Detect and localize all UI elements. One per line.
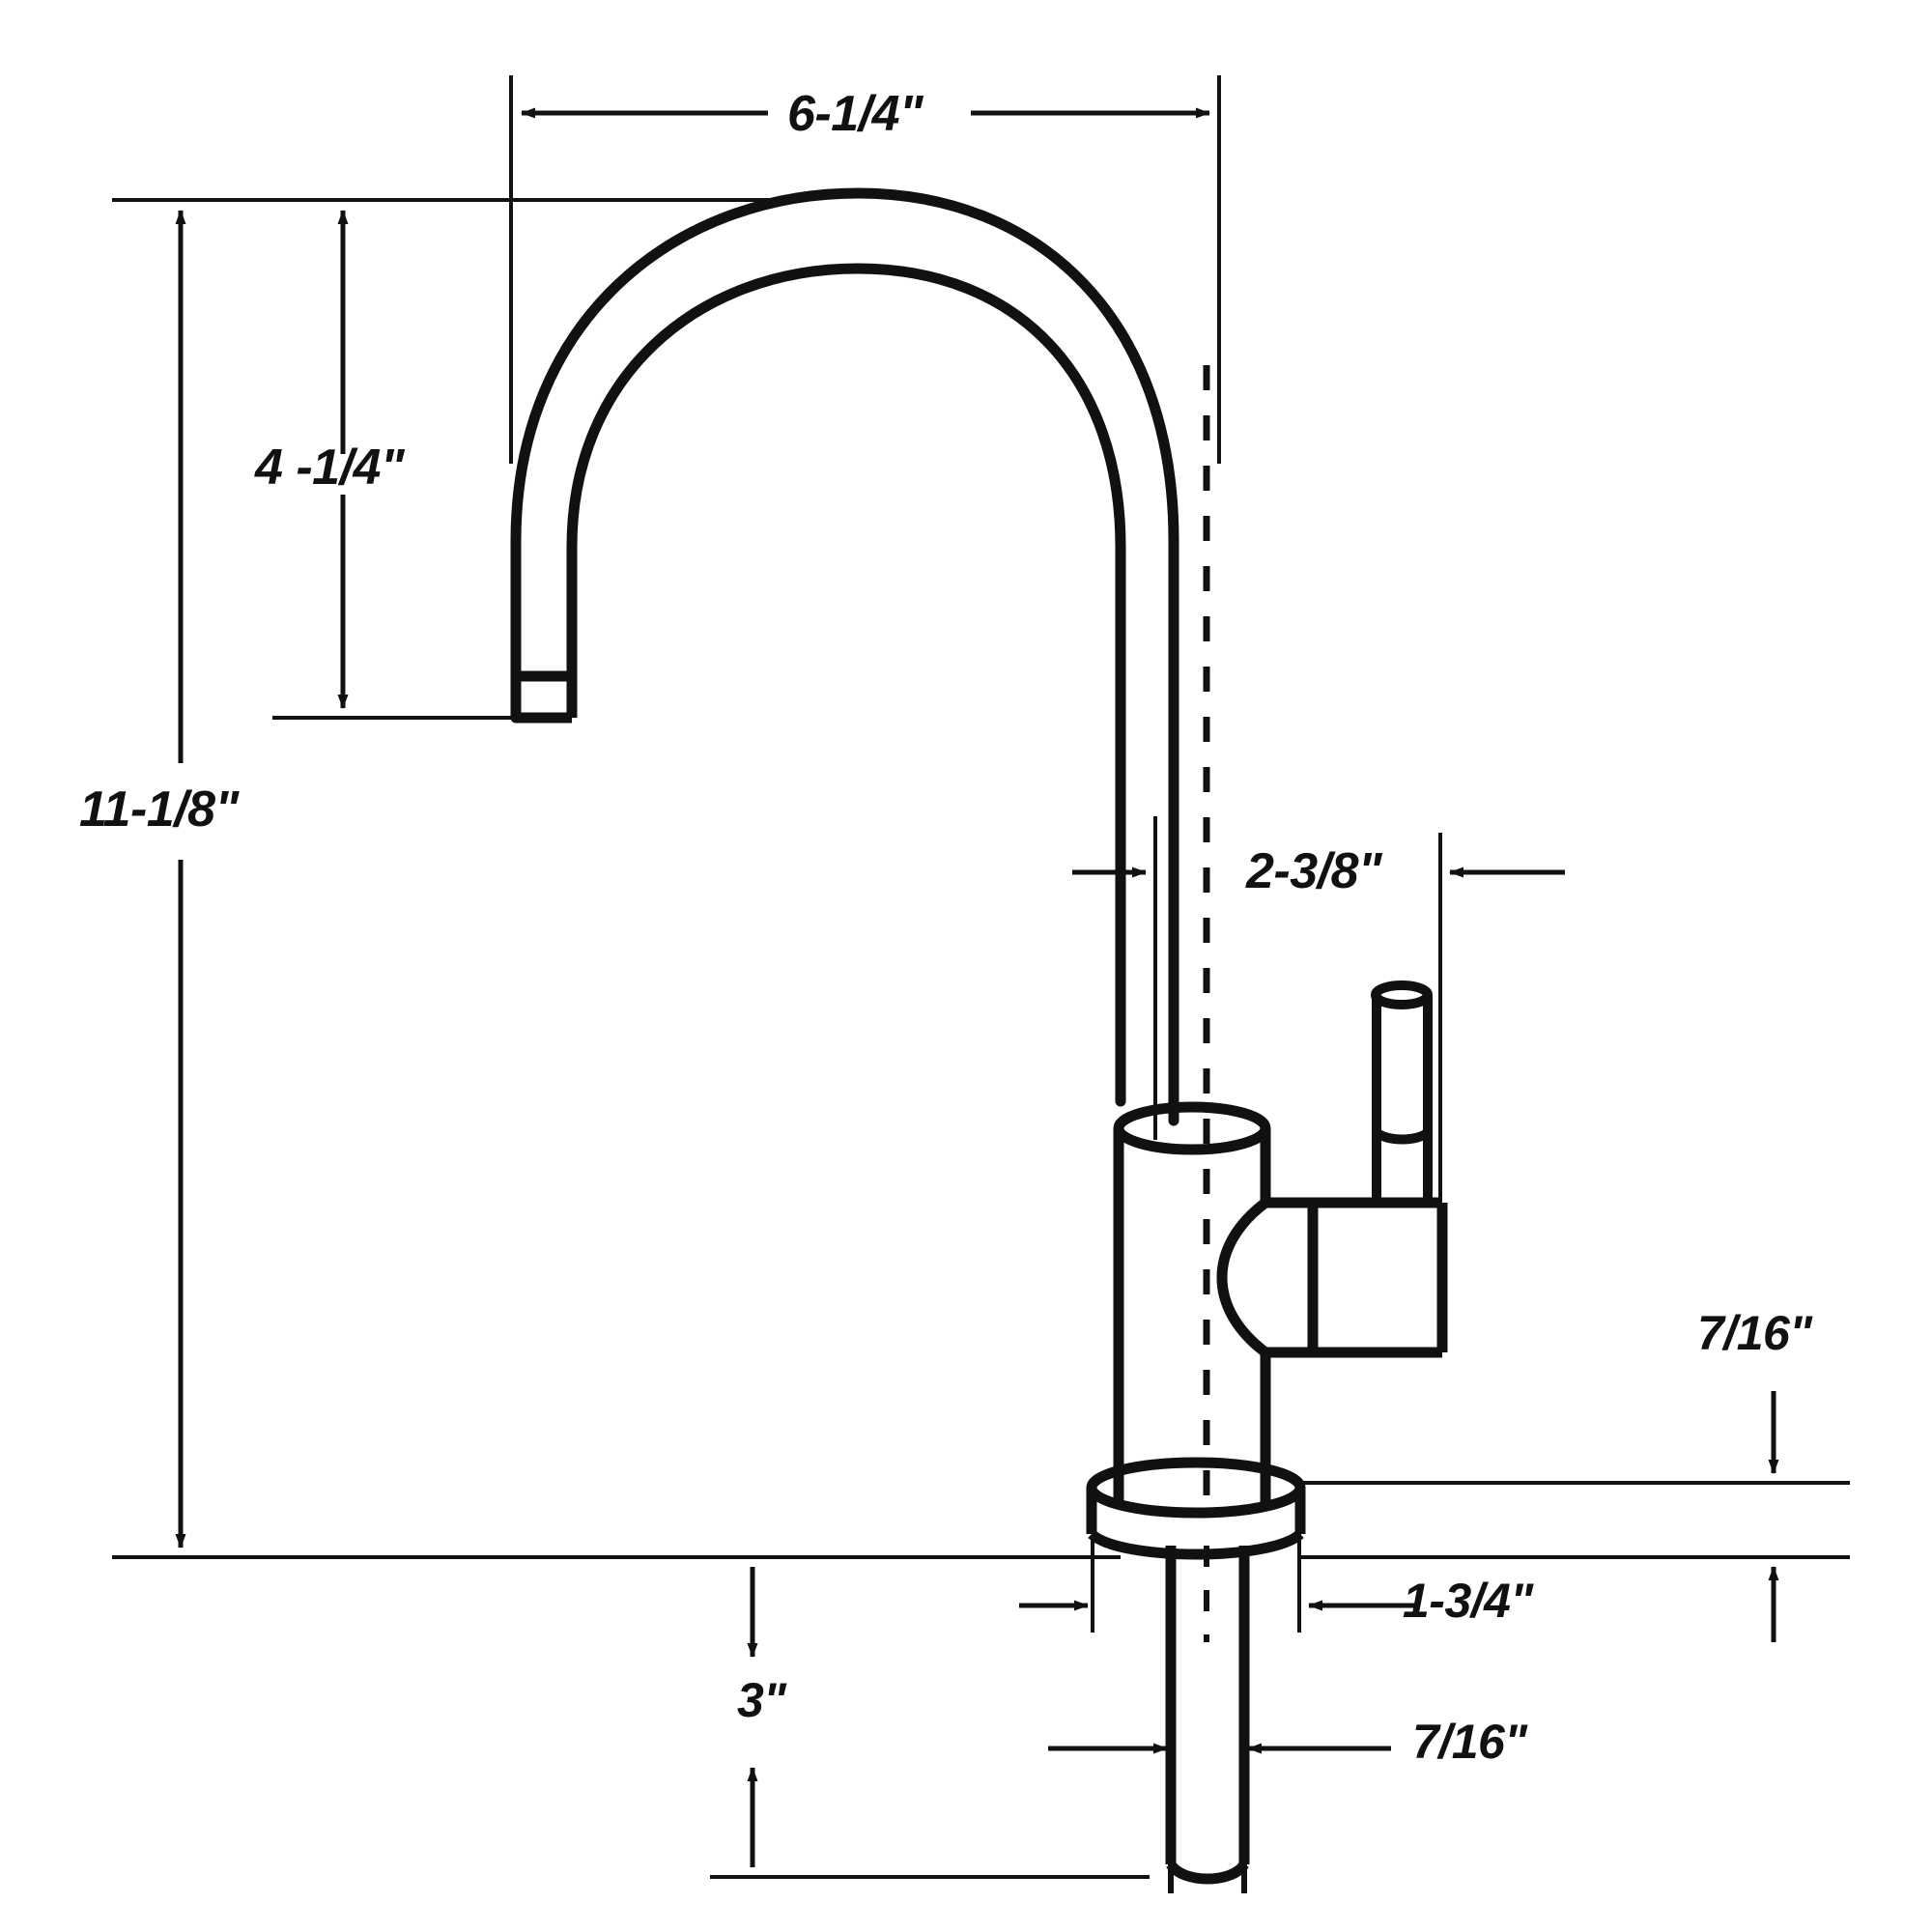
dimension-label-shank-diameter: 7/16": [1412, 1715, 1527, 1769]
dimension-label-spout-reach: 6-1/4": [787, 86, 923, 142]
spout-arch-inner: [566, 263, 1126, 1107]
dimension-lines: [175, 107, 1779, 1867]
dimension-label-handle-offset: 2-3/8": [1246, 843, 1382, 899]
extension-lines: [112, 75, 1850, 1879]
base-flange: [1086, 1457, 1306, 1560]
handle-lever: [1216, 1197, 1448, 1358]
shank-witness-lines: [1168, 1633, 1247, 1893]
mounting-shank: [1165, 1546, 1250, 1885]
spout-arch-outer: [510, 187, 1179, 1126]
body-cylinder: [1113, 1101, 1271, 1507]
dimension-label-overall-height: 11-1/8": [79, 781, 239, 838]
handle-post: [1371, 980, 1433, 1203]
dimension-label-base-flange-height: 7/16": [1697, 1306, 1812, 1360]
spout-tip: [516, 670, 578, 724]
dimension-label-base-diameter: 1-3/4": [1403, 1574, 1533, 1628]
dimension-label-shank-length: 3": [737, 1673, 786, 1727]
dimension-label-spout-clearance: 4 -1/4": [255, 440, 405, 496]
